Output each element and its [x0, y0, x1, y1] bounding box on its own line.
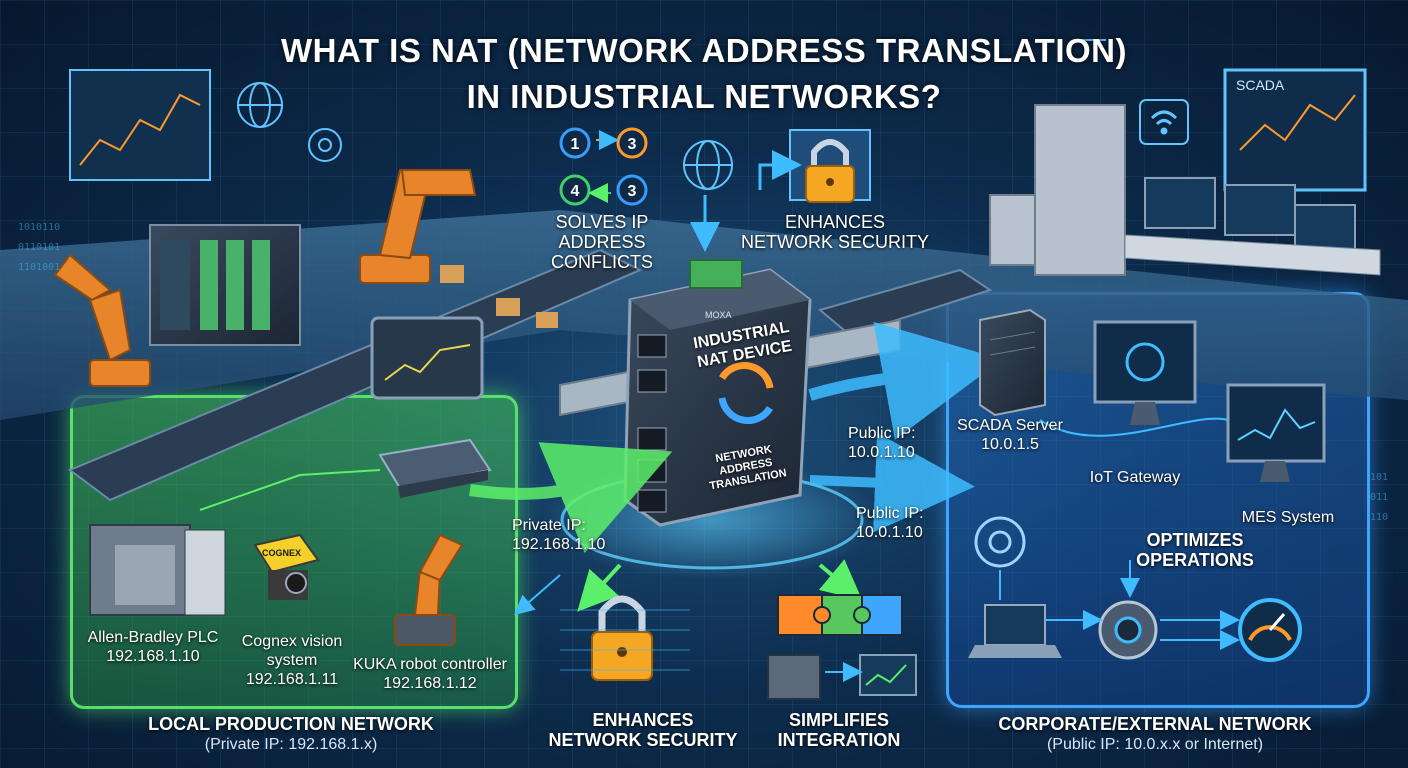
svg-text:101: 101 — [1370, 472, 1388, 483]
binary-decor: 1010110 0110101 1101001 101 011 110 — [18, 222, 1388, 523]
switch-icon — [378, 438, 492, 498]
plc-icon — [89, 524, 226, 616]
binary-stream — [560, 609, 690, 671]
gear-icon — [308, 128, 342, 162]
corp-flow-lines — [999, 417, 1240, 650]
package-box — [496, 298, 520, 316]
camera-name: Cognex vision system — [241, 633, 343, 669]
badge-2: 3 — [628, 136, 637, 153]
scada-server-label: SCADA Server 10.0.1.5 — [950, 416, 1070, 454]
puzzle-icon — [777, 594, 903, 636]
lock-icon — [789, 129, 871, 203]
laptop-icon — [968, 604, 1062, 658]
private-flow-arrow — [469, 442, 673, 554]
robot-name: KUKA robot controller — [353, 656, 507, 673]
nat-brand-label: MOXA — [705, 310, 732, 320]
camera-ip: 192.168.1.11 — [245, 671, 339, 688]
page-title: WHAT IS NAT (NETWORK ADDRESS TRANSLATION… — [0, 28, 1408, 120]
translate-arrow-icon — [719, 362, 774, 389]
conflict-badges — [559, 127, 648, 206]
public-ip-label-1: Public IP: 10.0.1.10 — [848, 425, 916, 461]
corporate-network-subtitle: (Public IP: 10.0.x.x or Internet) — [1046, 736, 1264, 753]
device-label-plc: Allen-Bradley PLC 192.168.1.10 — [78, 628, 228, 666]
gear-icon — [974, 516, 1026, 568]
badge-1: 1 — [571, 136, 580, 153]
badge-4: 3 — [628, 183, 637, 200]
scada-server-name: SCADA Server — [957, 417, 1063, 434]
package-box — [536, 312, 558, 328]
lock-icon — [591, 595, 653, 681]
title-line-1: WHAT IS NAT (NETWORK ADDRESS TRANSLATION… — [280, 32, 1128, 69]
mes-system-label: MES System — [1241, 509, 1335, 526]
title-line-2: IN INDUSTRIAL NETWORKS? — [466, 78, 942, 115]
plc-name: Allen-Bradley PLC — [87, 629, 219, 646]
svg-text:110: 110 — [1370, 512, 1388, 523]
robot-arm-icon — [53, 168, 1041, 387]
badge-3: 4 — [571, 183, 580, 200]
svg-text:1101001: 1101001 — [18, 262, 60, 273]
wifi-icon — [1139, 99, 1189, 145]
public-ip-label-2: Public IP: 10.0.1.10 — [856, 505, 924, 541]
terminal-block — [689, 259, 743, 289]
benefit-operations: OPTIMIZES OPERATIONS — [1136, 530, 1254, 570]
benefit-security-top: ENHANCES NETWORK SECURITY — [740, 212, 929, 252]
globe-icon — [683, 140, 733, 190]
device-label-robot: KUKA robot controller 192.168.1.12 — [350, 655, 510, 693]
monitor-icon — [1093, 320, 1197, 425]
svg-text:1010110: 1010110 — [18, 222, 60, 233]
plc-rack — [149, 224, 301, 346]
public-flow-arrow-1 — [808, 321, 1003, 440]
camera-brand-label: COGNEX — [262, 548, 301, 558]
scada-screen-label: SCADA — [1236, 77, 1285, 93]
hmi-panel — [370, 316, 484, 400]
server-icon — [979, 308, 1046, 417]
public-flow-arrow-2 — [809, 432, 975, 533]
package-box — [440, 265, 464, 283]
local-network-subtitle: (Private IP: 192.168.1.x) — [204, 736, 378, 753]
plc-ip: 192.168.1.10 — [106, 648, 200, 665]
camera-icon — [253, 533, 320, 600]
svg-text:0110101: 0110101 — [18, 242, 60, 253]
iot-gateway-label: IoT Gateway — [1089, 469, 1181, 486]
monitor-icon — [1226, 383, 1326, 482]
benefit-security-bottom: ENHANCES NETWORK SECURITY — [548, 710, 738, 750]
gear-icon — [1098, 600, 1158, 660]
integration-devices — [767, 654, 917, 700]
benefit-ip-conflicts: SOLVES IP ADDRESS CONFLICTS — [550, 212, 653, 272]
robot-arm-icon — [394, 533, 464, 646]
robot-ip: 192.168.1.12 — [383, 675, 477, 692]
benefit-integration: SIMPLIFIES INTEGRATION — [777, 710, 901, 750]
control-room — [1034, 39, 1381, 276]
server-cabinet — [1034, 104, 1126, 276]
scada-server-ip: 10.0.1.5 — [981, 436, 1039, 453]
svg-text:011: 011 — [1370, 492, 1388, 503]
gauge-icon — [1238, 598, 1302, 662]
local-network-title: LOCAL PRODUCTION NETWORK — [148, 714, 434, 734]
globe-icon — [237, 82, 283, 128]
private-ip-label: Private IP: 192.168.1.10 — [512, 517, 606, 553]
corporate-network-title: CORPORATE/EXTERNAL NETWORK — [998, 714, 1312, 734]
device-label-camera: Cognex vision system 192.168.1.11 — [232, 632, 352, 689]
trend-monitor — [69, 69, 211, 181]
